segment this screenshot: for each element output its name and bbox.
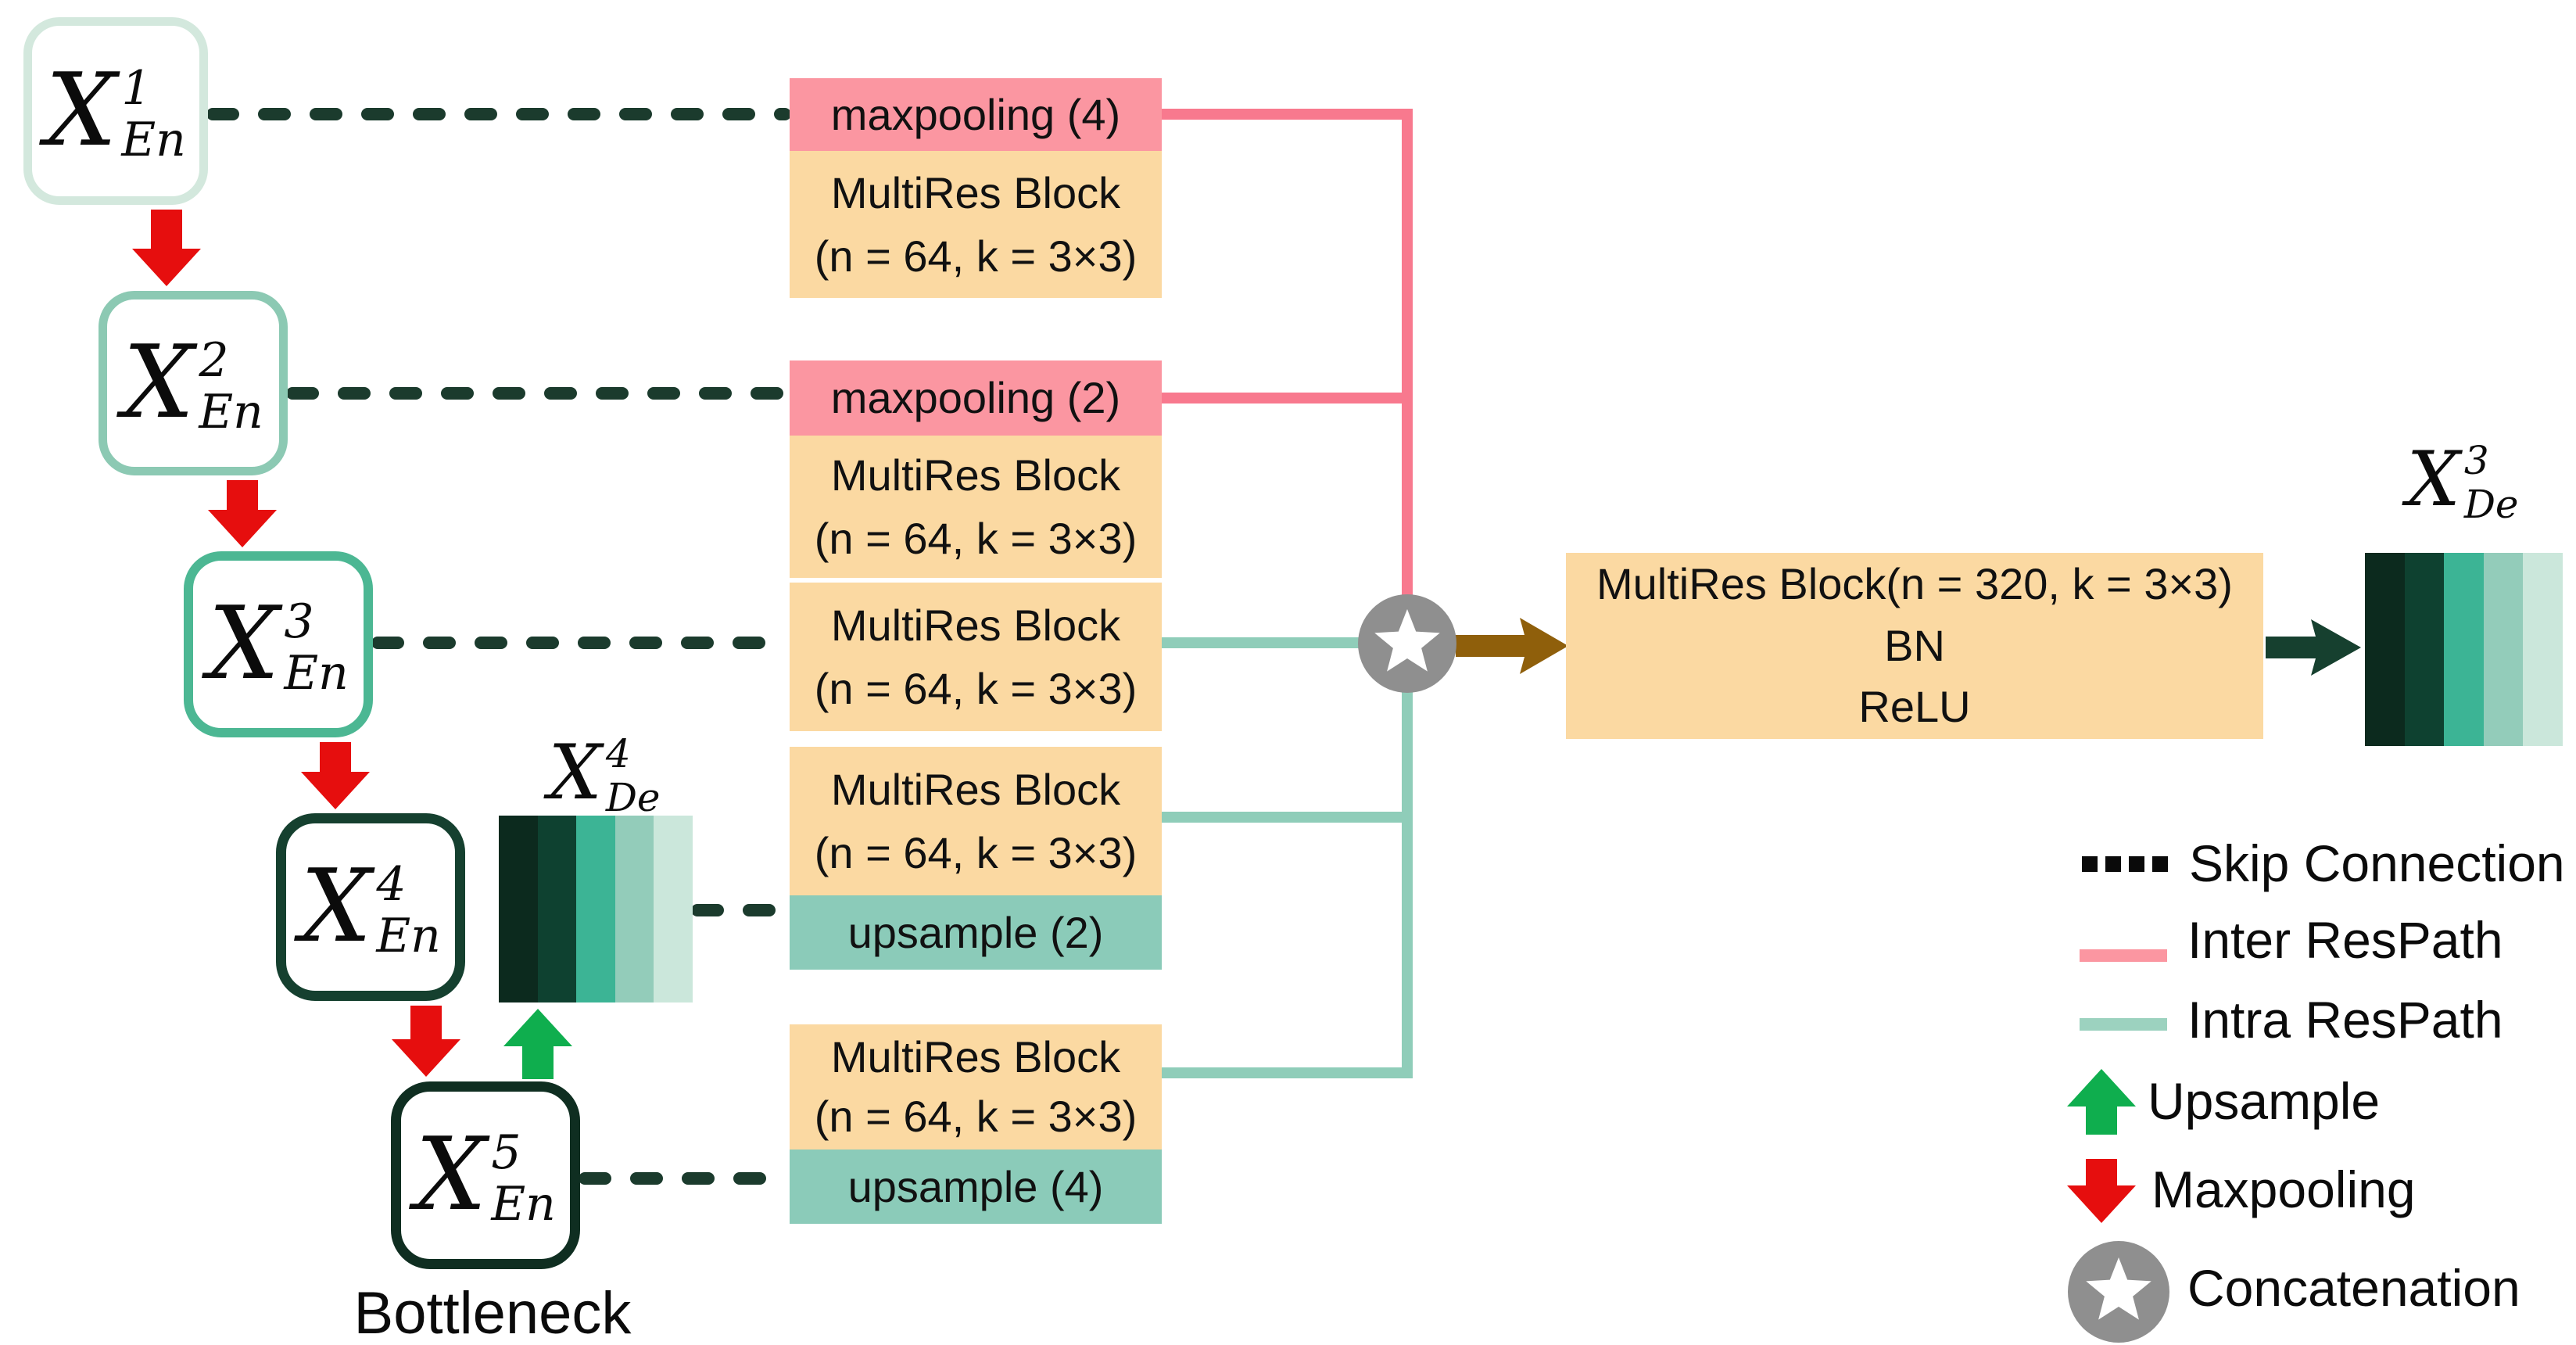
node-base: X (415, 1117, 487, 1233)
block-line1: MultiRes Block (830, 764, 1121, 814)
block-label: upsample (2) (847, 907, 1104, 957)
upsample-arrow (503, 1009, 572, 1079)
maxpooling-4-block: maxpooling (4) (790, 78, 1162, 151)
node-sub: En (376, 909, 441, 963)
star-icon (1374, 609, 1440, 672)
legend-maxpooling-arrow-icon (2067, 1159, 2136, 1223)
feature-stripe (499, 816, 538, 1002)
maxpooling-arrow-3 (301, 742, 370, 809)
concat-to-block-arrow (1456, 618, 1568, 674)
encoder-node-1: X 1 En (23, 17, 208, 205)
feature-stripe (2444, 553, 2484, 746)
maxpooling-arrow-1 (132, 210, 201, 286)
feature-stripe (614, 816, 654, 1002)
multires-block-2: MultiRes Block (n = 64, k = 3×3) (790, 436, 1162, 578)
node-sub: En (199, 385, 263, 439)
multires-block-4: MultiRes Block (n = 64, k = 3×3) (790, 747, 1162, 895)
legend-upsample-label: Upsample (2148, 1072, 2381, 1130)
node-sup: 1 (121, 61, 152, 116)
node-base: X (123, 325, 195, 441)
maxpooling-arrow-4 (392, 1006, 460, 1077)
node-sub: En (284, 646, 349, 701)
bottleneck-caption: Bottleneck (353, 1280, 632, 1345)
decoder-feature-map-4 (499, 816, 693, 1002)
maxpooling-2-block: maxpooling (2) (790, 360, 1162, 436)
node-sup: 4 (376, 857, 407, 912)
block-line1: MultiRes Block (830, 1032, 1121, 1082)
decoder-feature-map-3 (2365, 553, 2563, 746)
block-line1: MultiRes Block (830, 600, 1121, 650)
node-sub: En (121, 113, 186, 167)
block-line2: (n = 64, k = 3×3) (814, 514, 1138, 563)
node-sup: 3 (2463, 438, 2489, 483)
block-line2: (n = 64, k = 3×3) (814, 664, 1138, 713)
feature-stripe (2404, 553, 2445, 746)
node-scripts: 4 De (606, 734, 661, 817)
legend-star-icon (2086, 1257, 2151, 1320)
block-line2: (n = 64, k = 3×3) (814, 231, 1138, 281)
maxpooling-arrow-2 (208, 480, 277, 547)
block-label: upsample (4) (847, 1161, 1104, 1211)
node-sub: De (2463, 482, 2519, 527)
block-label: maxpooling (2) (830, 373, 1121, 423)
node-base: X (300, 848, 372, 965)
node-sup: 4 (605, 730, 631, 777)
node-sub: De (605, 774, 661, 820)
node-scripts: 2 En (199, 337, 263, 436)
multires-block-3: MultiRes Block (n = 64, k = 3×3) (790, 583, 1162, 731)
encoder-node-2: X 2 En (99, 291, 288, 475)
multires-block-1: MultiRes Block (n = 64, k = 3×3) (790, 151, 1162, 298)
decoder-label-3: X 3 De (2361, 436, 2564, 524)
feature-stripe (537, 816, 577, 1002)
legend-skip-connection-label: Skip Connection (2189, 834, 2565, 892)
legend-concatenation-label: Concatenation (2187, 1259, 2520, 1317)
node-scripts: 3 En (284, 598, 348, 697)
node-scripts: 3 De (2464, 441, 2519, 524)
feature-stripe (654, 816, 693, 1002)
node-base: X (2406, 436, 2460, 523)
encoder-node-3: X 3 En (184, 551, 373, 737)
legend-maxpooling-label: Maxpooling (2151, 1160, 2416, 1218)
encoder-node-5-bottleneck: X 5 En (391, 1081, 580, 1269)
block-to-output-arrow (2266, 619, 2361, 676)
feature-stripe (2483, 553, 2524, 746)
block-line2: BN (1884, 620, 1945, 670)
node-sub: En (491, 1177, 556, 1232)
node-base: X (548, 728, 602, 816)
encoder-node-4: X 4 En (276, 813, 465, 1001)
node-sup: 3 (284, 594, 314, 649)
legend-intra-respath-label: Intra ResPath (2187, 991, 2503, 1049)
decoder-multires-block: MultiRes Block(n = 320, k = 3×3) BN ReLU (1566, 553, 2263, 739)
node-scripts: 1 En (121, 65, 185, 163)
decoder-label-4: X 4 De (503, 728, 706, 817)
node-sup: 5 (491, 1125, 521, 1180)
block-label: maxpooling (4) (830, 89, 1121, 139)
block-line1: MultiRes Block (830, 167, 1121, 217)
feature-stripe (2365, 553, 2405, 746)
block-line3: ReLU (1858, 682, 1971, 732)
multires-block-5: MultiRes Block (n = 64, k = 3×3) (790, 1024, 1162, 1150)
node-scripts: 4 En (376, 861, 440, 959)
block-line2: (n = 64, k = 3×3) (814, 828, 1138, 877)
feature-stripe (2523, 553, 2563, 746)
feature-stripe (576, 816, 615, 1002)
upsample-2-block: upsample (2) (790, 895, 1162, 970)
node-base: X (208, 586, 280, 702)
inter-respath-line-1 (1162, 109, 1413, 598)
node-sup: 2 (199, 333, 229, 388)
upsample-4-block: upsample (4) (790, 1150, 1162, 1224)
node-scripts: 5 En (491, 1129, 555, 1228)
node-base: X (45, 52, 117, 169)
block-line2: (n = 64, k = 3×3) (814, 1092, 1138, 1141)
legend-upsample-arrow-icon (2067, 1069, 2136, 1135)
block-line1: MultiRes Block(n = 320, k = 3×3) (1596, 559, 2233, 609)
block-line1: MultiRes Block (830, 450, 1121, 500)
legend-inter-respath-label: Inter ResPath (2187, 911, 2503, 969)
